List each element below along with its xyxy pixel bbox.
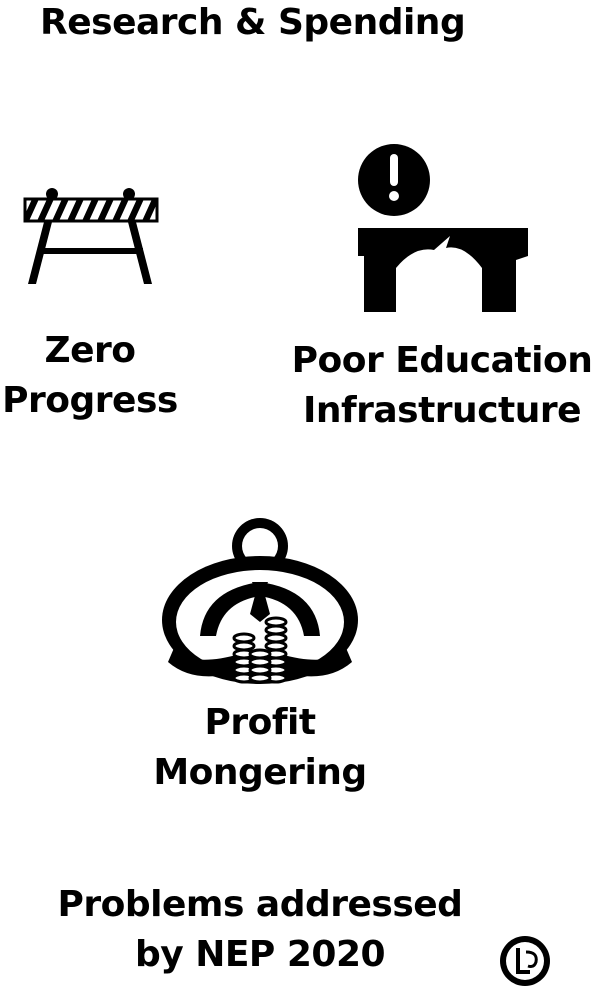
circular-logo-icon <box>500 936 550 986</box>
item-label-line1: Zero <box>44 330 136 371</box>
page-title: Research & Spending <box>40 2 466 43</box>
item-label-zero-progress: Zero Progress <box>0 326 180 426</box>
item-label-line2: Mongering <box>153 752 367 793</box>
item-label-line1: Poor Education <box>291 340 593 381</box>
item-label-line2: Infrastructure <box>302 390 582 431</box>
roadblock-barrier-icon <box>23 188 159 284</box>
item-label-line1: Profit <box>204 702 316 743</box>
footer-line1: Problems addressed <box>57 884 463 925</box>
item-label-line2: Progress <box>2 380 178 421</box>
broken-bridge-alert-icon <box>358 144 528 312</box>
footer-caption: Problems addressed by NEP 2020 <box>40 880 480 980</box>
businessman-coins-icon <box>162 518 358 684</box>
item-label-poor-education: Poor Education Infrastructure <box>284 336 600 436</box>
footer-line2: by NEP 2020 <box>134 934 386 975</box>
item-label-profit-mongering: Profit Mongering <box>130 698 390 798</box>
